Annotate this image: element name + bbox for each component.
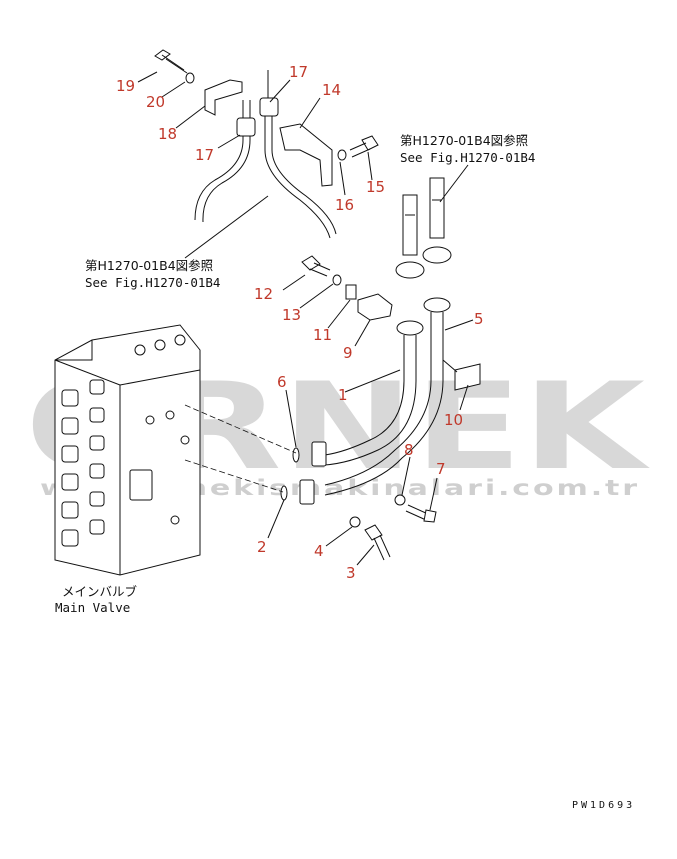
washer-13 bbox=[332, 274, 342, 286]
plate-14 bbox=[279, 123, 333, 187]
ref-top-ja: 第H1270-01B4図参照 bbox=[400, 133, 528, 148]
callout-1: 1 bbox=[338, 386, 348, 404]
clamp-17-left bbox=[236, 117, 256, 137]
leader-lines bbox=[137, 71, 474, 566]
callout-17-right: 17 bbox=[289, 63, 308, 81]
callout-6: 6 bbox=[277, 373, 287, 391]
callout-9: 9 bbox=[343, 344, 353, 362]
bolt-3 bbox=[364, 524, 391, 561]
washer-16 bbox=[337, 149, 347, 161]
callout-12: 12 bbox=[254, 285, 273, 303]
washer-20 bbox=[185, 72, 195, 84]
callout-5: 5 bbox=[474, 310, 484, 328]
hose-right-b bbox=[429, 177, 445, 239]
flange-b bbox=[422, 246, 452, 264]
callout-3: 3 bbox=[346, 564, 356, 582]
main-valve-label-en: Main Valve bbox=[55, 600, 130, 615]
drawing-code: PW1D693 bbox=[572, 800, 635, 811]
callout-18: 18 bbox=[158, 125, 177, 143]
callout-2: 2 bbox=[257, 538, 267, 556]
callout-8: 8 bbox=[404, 441, 414, 459]
hose-upper bbox=[194, 100, 244, 221]
callout-13: 13 bbox=[282, 306, 301, 324]
fitting-lower bbox=[299, 479, 315, 505]
clamp-9 bbox=[357, 293, 393, 321]
ref-mid-en: See Fig.H1270-01B4 bbox=[85, 275, 220, 290]
top-hose-assembly bbox=[154, 49, 379, 239]
callout-17-left: 17 bbox=[195, 146, 214, 164]
callout-10: 10 bbox=[444, 411, 463, 429]
washer-4 bbox=[349, 516, 361, 528]
o-ring-2 bbox=[280, 485, 288, 501]
callout-4: 4 bbox=[314, 542, 324, 560]
valve-spools bbox=[61, 334, 190, 547]
pipe-5 bbox=[324, 312, 432, 486]
clamp-17-right bbox=[259, 97, 279, 117]
main-valve-label-ja: メインバルブ bbox=[62, 584, 138, 599]
bolt-15 bbox=[349, 135, 379, 158]
callout-19: 19 bbox=[116, 77, 135, 95]
flange-c bbox=[396, 320, 424, 336]
right-pipe-assembly bbox=[280, 177, 481, 561]
clamp-11 bbox=[345, 284, 357, 300]
callout-14: 14 bbox=[322, 81, 341, 99]
bracket-18 bbox=[204, 79, 243, 116]
plate-10 bbox=[454, 363, 481, 391]
main-valve bbox=[54, 324, 297, 576]
fitting-upper bbox=[311, 441, 327, 467]
callout-20: 20 bbox=[146, 93, 165, 111]
flange-d bbox=[423, 297, 451, 313]
callout-7: 7 bbox=[436, 460, 446, 478]
pipe-1 bbox=[324, 335, 405, 456]
callout-16: 16 bbox=[335, 196, 354, 214]
bolt-19 bbox=[154, 49, 188, 74]
o-ring-6 bbox=[292, 447, 300, 463]
callout-11: 11 bbox=[313, 326, 332, 344]
callout-15: 15 bbox=[366, 178, 385, 196]
flange-a bbox=[395, 261, 425, 279]
bolt-12 bbox=[301, 255, 331, 277]
callouts: 19 20 18 17 17 14 16 15 12 13 11 9 1 5 1… bbox=[116, 63, 484, 582]
ref-mid-ja: 第H1270-01B4図参照 bbox=[85, 258, 213, 273]
hose-right-a bbox=[402, 194, 418, 256]
bolt-7 bbox=[405, 504, 437, 523]
ref-top-en: See Fig.H1270-01B4 bbox=[400, 150, 535, 165]
washer-8 bbox=[394, 494, 406, 506]
